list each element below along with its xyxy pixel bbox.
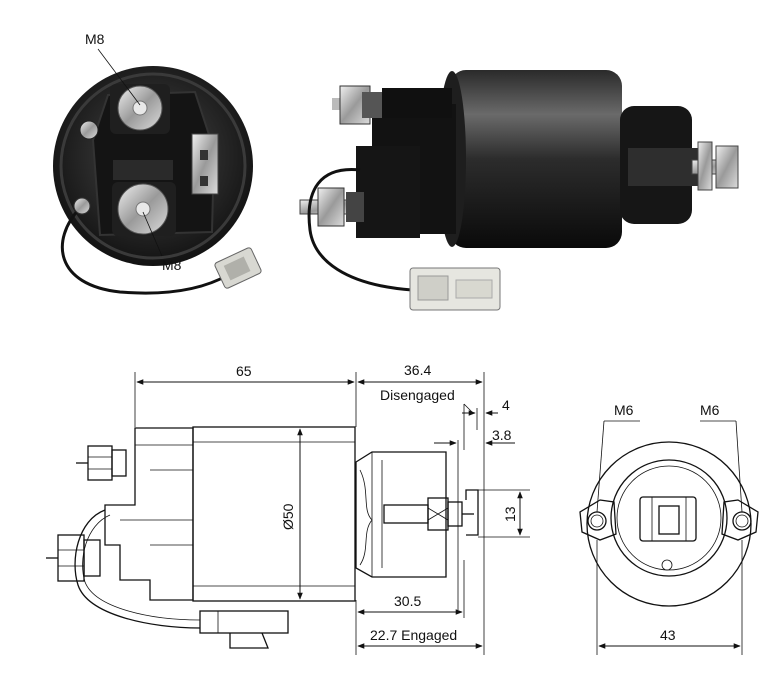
drawing-body-outline [192,426,356,602]
front-small-hole [661,559,673,571]
dim-4-label: 4 [502,397,510,413]
dim-width-label: 43 [660,627,676,643]
plunger-stud [691,141,739,191]
front-drawing: M6 M6 43 [579,402,759,655]
front-center-slot [658,505,680,535]
photo-m8-top-label: M8 [85,31,105,47]
dim-stroke-label: 36.4 [404,362,431,378]
drawing-connector [199,610,289,649]
terminal-bottom [112,182,176,236]
dim-disengaged-label: Disengaged [380,387,455,403]
top-stud [332,85,382,125]
drawing-bottom-stud [46,534,101,582]
bottom-stud [299,187,364,227]
drawing-front-cap [355,451,447,578]
wire-connector [214,247,262,289]
m6-left-label: M6 [614,402,634,418]
dim-30-5-label: 30.5 [394,593,421,609]
small-screw [79,120,99,140]
terminal-top [110,84,170,134]
dim-diameter-label: Ø50 [280,503,296,530]
drawing-terminal-block [104,427,194,601]
side-wire-connector [409,267,501,311]
dim-13-label: 13 [502,506,518,522]
drawing-plunger [383,489,479,536]
drawing-wire [74,509,201,629]
dim-engaged-label: 22.7 Engaged [370,627,457,643]
side-view-photo [299,70,739,311]
m6-right-label: M6 [700,402,720,418]
end-view-photo: M8 M8 [53,31,262,295]
front-inner-circle [610,459,728,577]
side-lead-wire [307,168,413,292]
drawing-top-stud [76,445,127,481]
dim-length-label: 65 [236,363,252,379]
side-drawing: 65 36.4 Disengaged 4 3.8 13 Ø50 30.5 [46,362,530,655]
solenoid-body [450,70,622,248]
dim-3-8-label: 3.8 [492,427,512,443]
spade-terminal [191,133,219,195]
lead-wire [60,206,229,295]
photo-m8-bottom-label: M8 [162,257,182,273]
front-center-boss [639,496,697,542]
